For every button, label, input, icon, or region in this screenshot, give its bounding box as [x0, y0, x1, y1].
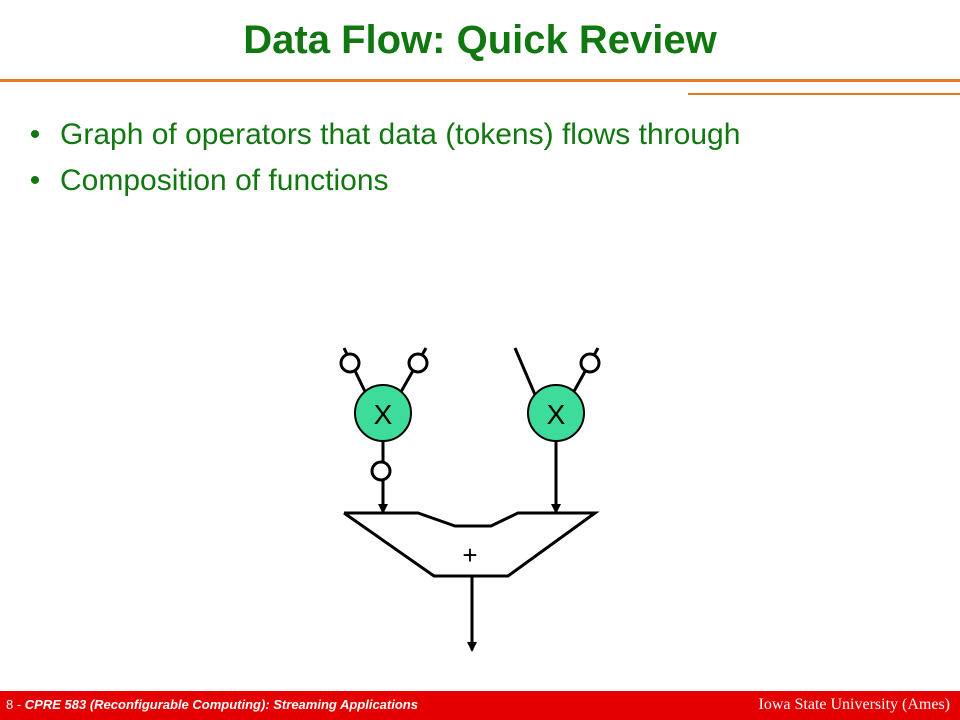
- multiplier-left-label: X: [374, 399, 393, 430]
- bullet-item: • Graph of operators that data (tokens) …: [20, 112, 741, 158]
- page-number: 8 -: [6, 697, 22, 712]
- bullet-text: Graph of operators that data (tokens) fl…: [60, 118, 741, 151]
- footer-bar: 8 - CPRE 583 (Reconfigurable Computing):…: [0, 691, 960, 720]
- course-name: CPRE 583 (Reconfigurable Computing): Str…: [24, 697, 418, 712]
- institution-name: Iowa State University (Ames): [758, 696, 950, 713]
- token: [579, 352, 601, 374]
- bullet-marker: •: [29, 164, 41, 197]
- bullet-marker: •: [29, 118, 41, 151]
- footer-course: 8 - CPRE 583 (Reconfigurable Computing):…: [6, 697, 418, 712]
- page-title: Data Flow: Quick Review: [243, 18, 717, 62]
- adder-node: [343, 511, 600, 578]
- token: [339, 352, 361, 374]
- token: [407, 352, 429, 374]
- token: [370, 460, 392, 482]
- title-divider: [0, 79, 960, 82]
- bullet-text: Composition of functions: [60, 164, 389, 197]
- multiplier-right-label: X: [547, 399, 566, 430]
- bullet-list: • Graph of operators that data (tokens) …: [20, 112, 741, 204]
- bullet-item: • Composition of functions: [20, 158, 740, 204]
- title-accent-line: [688, 93, 960, 95]
- adder-label: +: [462, 540, 477, 570]
